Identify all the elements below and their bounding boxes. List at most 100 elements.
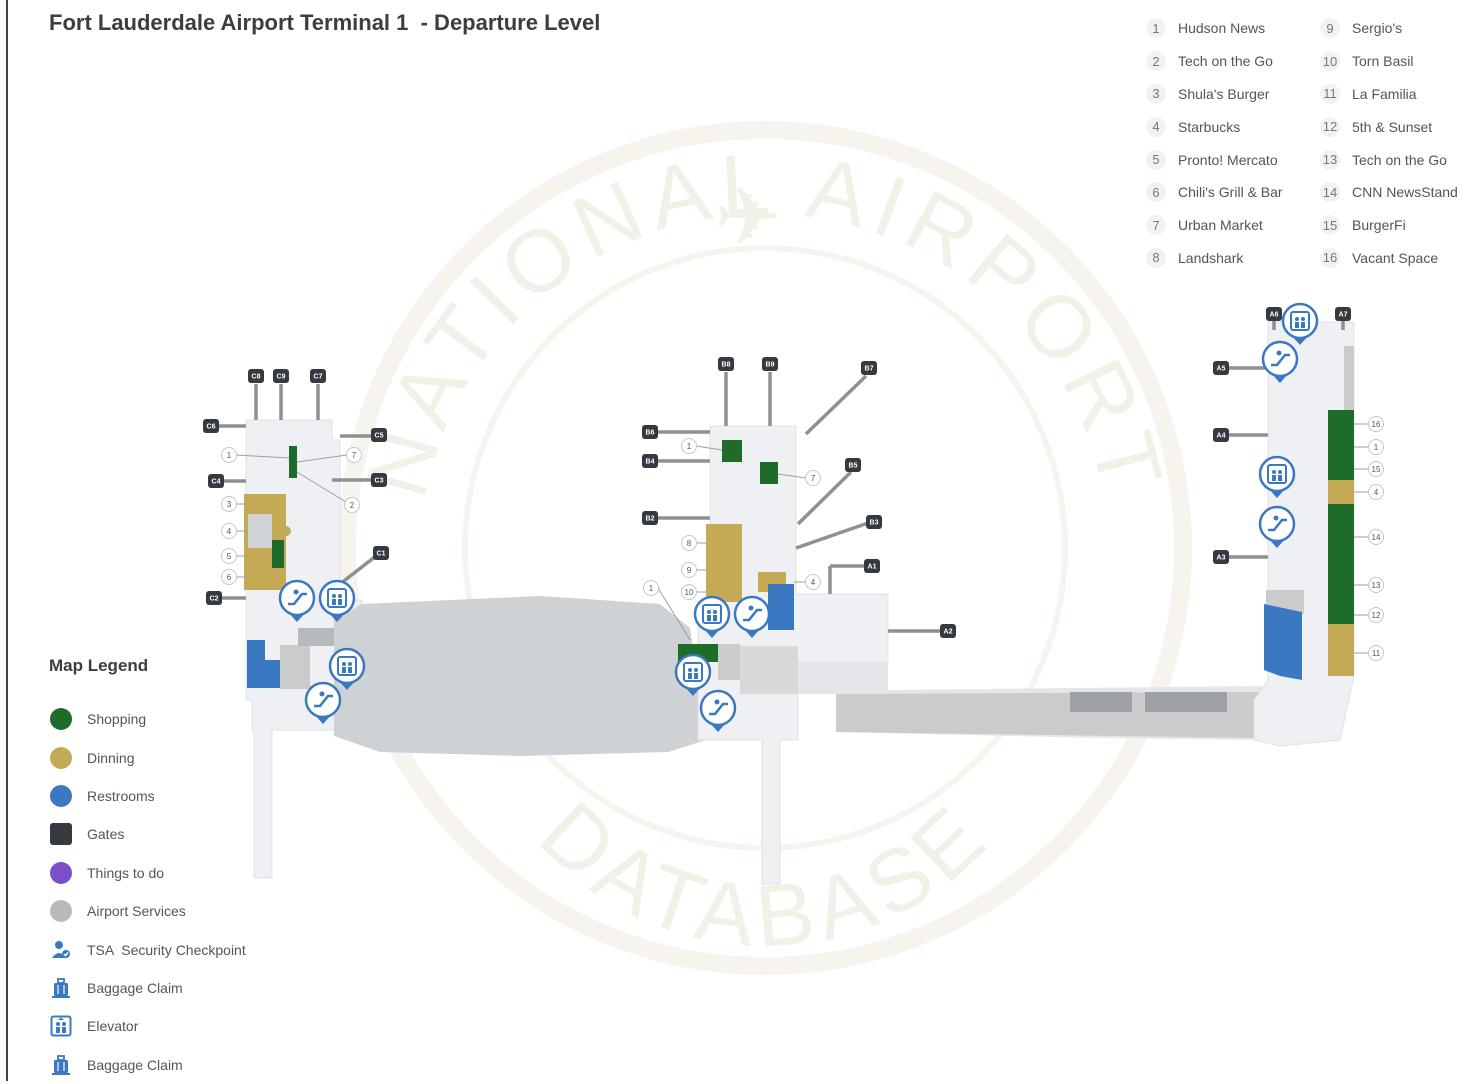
gate-c2: C2 [206, 591, 222, 605]
svg-text:4: 4 [227, 527, 232, 536]
svg-text:7: 7 [811, 474, 816, 483]
elevator-icon [318, 579, 356, 622]
store-marker: 14 [1368, 529, 1384, 545]
directory-number: 11 [1320, 83, 1340, 104]
svg-text:15: 15 [1372, 465, 1381, 474]
store-marker: 6 [221, 569, 237, 585]
directory-number: 5 [1146, 149, 1166, 170]
svg-text:14: 14 [1372, 533, 1381, 542]
store-marker: 2 [344, 497, 360, 513]
svg-text:4: 4 [811, 578, 816, 587]
directory-number: 7 [1146, 215, 1166, 236]
store-marker: 12 [1368, 607, 1384, 623]
svg-text:5: 5 [227, 552, 232, 561]
luggage-icon [49, 1053, 73, 1077]
legend-label: Baggage Claim [87, 979, 183, 996]
directory-number: 1 [1146, 18, 1166, 39]
gate-a7: A7 [1335, 307, 1351, 321]
directory-item[interactable]: 14 CNN NewsStand [1320, 176, 1458, 209]
svg-text:6: 6 [227, 573, 232, 582]
elevator-icon [1258, 455, 1296, 498]
map-frame [6, 0, 1480, 1081]
gate-c9: C9 [273, 369, 289, 383]
directory-name: Starbucks [1178, 118, 1241, 135]
escalator-icon [278, 579, 316, 622]
shop-c-tech-on-the-go [289, 446, 297, 478]
gate-c7: C7 [310, 369, 326, 383]
svg-text:1: 1 [687, 442, 692, 451]
svg-text:B2: B2 [646, 516, 655, 523]
directory-number: 12 [1320, 116, 1340, 137]
gate-b2: B2 [642, 511, 658, 525]
directory-number: 8 [1146, 247, 1166, 268]
svg-text:3: 3 [227, 500, 232, 509]
shop-a-middle [1328, 504, 1354, 624]
directory-name: Pronto! Mercato [1178, 151, 1278, 168]
directory-item[interactable]: 8 Landshark [1146, 242, 1283, 275]
legend-item: Baggage Claim [49, 969, 246, 1007]
svg-text:B6: B6 [646, 430, 655, 437]
svg-text:2: 2 [350, 501, 355, 510]
svg-text:9: 9 [687, 566, 692, 575]
svg-text:C5: C5 [375, 433, 384, 440]
legend-label: Shopping [87, 711, 147, 728]
store-marker: 1 [1368, 439, 1384, 455]
svg-text:B9: B9 [766, 362, 775, 369]
directory-number: 15 [1320, 215, 1340, 236]
store-marker: 1 [681, 438, 697, 454]
legend-item: Gates [49, 815, 246, 853]
escalator-icon [733, 595, 771, 638]
directory-name: Landshark [1178, 249, 1244, 266]
store-marker: 3 [221, 496, 237, 512]
legend-dot [49, 899, 73, 923]
directory-number: 14 [1320, 182, 1340, 203]
concourse-b-gate-arms [656, 372, 942, 633]
map-pins[interactable] [278, 302, 1319, 732]
svg-text:C9: C9 [277, 374, 286, 381]
directory-number: 3 [1146, 83, 1166, 104]
watermark-plane-icon: ✈ [714, 173, 781, 262]
svg-text:C8: C8 [252, 374, 261, 381]
svg-text:7: 7 [352, 451, 357, 460]
gate-c5: C5 [371, 428, 387, 442]
directory-item[interactable]: 5 Pronto! Mercato [1146, 143, 1283, 176]
svg-text:4: 4 [1374, 488, 1379, 497]
elevator-icon [693, 595, 731, 638]
restroom-a [1264, 604, 1302, 680]
directory-number: 9 [1320, 18, 1340, 39]
escalator-icon [699, 689, 737, 732]
legend-item: Shopping [49, 700, 246, 738]
directory-name: CNN NewsStand [1352, 184, 1458, 201]
legend-item: TSA Security Checkpoint [49, 930, 246, 968]
gate-badges[interactable]: C8 C9 C7 C6 C5 C4 C3 C1 C2 B8 B9 B7 B6 B… [203, 307, 1351, 638]
elevator-icon [49, 1014, 73, 1038]
gate-c1: C1 [373, 546, 389, 560]
gate-a6: A6 [1266, 307, 1282, 321]
svg-text:A2: A2 [944, 629, 953, 636]
legend-label: Elevator [87, 1018, 139, 1035]
svg-text:A3: A3 [1217, 555, 1226, 562]
store-markers[interactable]: 1 7 2 3 4 5 6 1 7 8 9 10 1 4 16 1 15 4 1… [221, 416, 1384, 661]
store-marker: 11 [1368, 645, 1384, 661]
legend-title: Map Legend [49, 656, 149, 675]
dining-a-la-familia [1328, 624, 1354, 676]
svg-text:16: 16 [1372, 420, 1381, 429]
dining-a-starbucks [1328, 480, 1354, 504]
svg-text:8: 8 [687, 539, 692, 548]
